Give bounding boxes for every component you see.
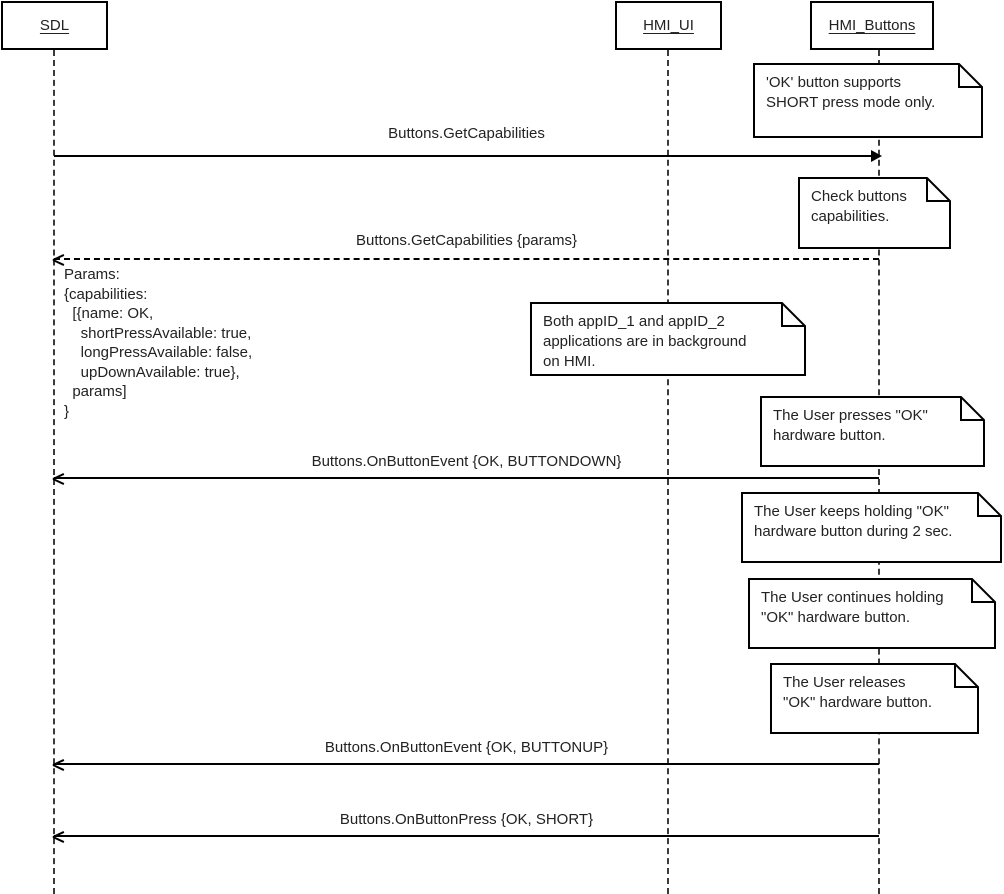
note-text-n2: Check buttons capabilities. [811, 188, 907, 225]
params-text-block: Params: {capabilities: [{name: OK, short… [64, 266, 253, 420]
message-line-m5 [54, 835, 879, 837]
note-shape-icon [753, 63, 983, 138]
lifeline-label-hmi_ui: HMI_UI [643, 17, 694, 34]
message-label-m2: Buttons.GetCapabilities {params} [356, 232, 577, 249]
note-text-n5: The User keeps holding "OK" hardware but… [754, 503, 953, 540]
note-n7[interactable]: The User releases "OK" hardware button. [770, 663, 979, 734]
arrowhead-icon-m5 [53, 830, 64, 842]
arrowhead-icon-m2 [53, 253, 64, 265]
arrowhead-icon-m4 [53, 758, 64, 770]
note-text-n6: The User continues holding "OK" hardware… [761, 589, 944, 626]
note-n5[interactable]: The User keeps holding "OK" hardware but… [741, 492, 1002, 563]
lifeline-head-hmi_buttons[interactable]: HMI_Buttons [810, 1, 934, 50]
note-n2[interactable]: Check buttons capabilities. [798, 177, 951, 249]
lifeline-head-hmi_ui[interactable]: HMI_UI [615, 1, 722, 50]
message-label-m4: Buttons.OnButtonEvent {OK, BUTTONUP} [324, 739, 609, 756]
note-n3[interactable]: Both appID_1 and appID_2 applications ar… [530, 302, 806, 376]
note-shape-icon [748, 578, 996, 649]
message-label-m1: Buttons.GetCapabilities [388, 125, 545, 142]
lifeline-label-sdl: SDL [39, 17, 70, 34]
lifeline-head-sdl[interactable]: SDL [1, 1, 108, 50]
note-n4[interactable]: The User presses "OK" hardware button. [760, 396, 985, 467]
note-n1[interactable]: 'OK' button supports SHORT press mode on… [753, 63, 983, 138]
message-label-m5: Buttons.OnButtonPress {OK, SHORT} [339, 811, 594, 828]
message-line-m3 [54, 477, 879, 479]
message-line-m1 [54, 155, 871, 157]
note-text-n4: The User presses "OK" hardware button. [773, 407, 928, 444]
lifeline-hmi_ui [667, 50, 669, 894]
arrowhead-icon-m1 [871, 150, 882, 162]
lifeline-label-hmi_buttons: HMI_Buttons [828, 17, 916, 34]
lifeline-hmi_buttons [878, 50, 880, 894]
note-text-n3: Both appID_1 and appID_2 applications ar… [543, 313, 747, 370]
note-shape-icon [770, 663, 979, 734]
note-shape-icon [760, 396, 985, 467]
note-shape-icon [798, 177, 951, 249]
message-line-m2 [54, 258, 879, 260]
note-text-n7: The User releases "OK" hardware button. [783, 674, 933, 711]
note-n6[interactable]: The User continues holding "OK" hardware… [748, 578, 996, 649]
message-label-m3: Buttons.OnButtonEvent {OK, BUTTONDOWN} [311, 453, 622, 470]
note-text-n1: 'OK' button supports SHORT press mode on… [766, 74, 936, 111]
arrowhead-icon-m3 [53, 472, 64, 484]
message-line-m4 [54, 763, 879, 765]
note-shape-icon [530, 302, 806, 376]
note-shape-icon [741, 492, 1002, 563]
